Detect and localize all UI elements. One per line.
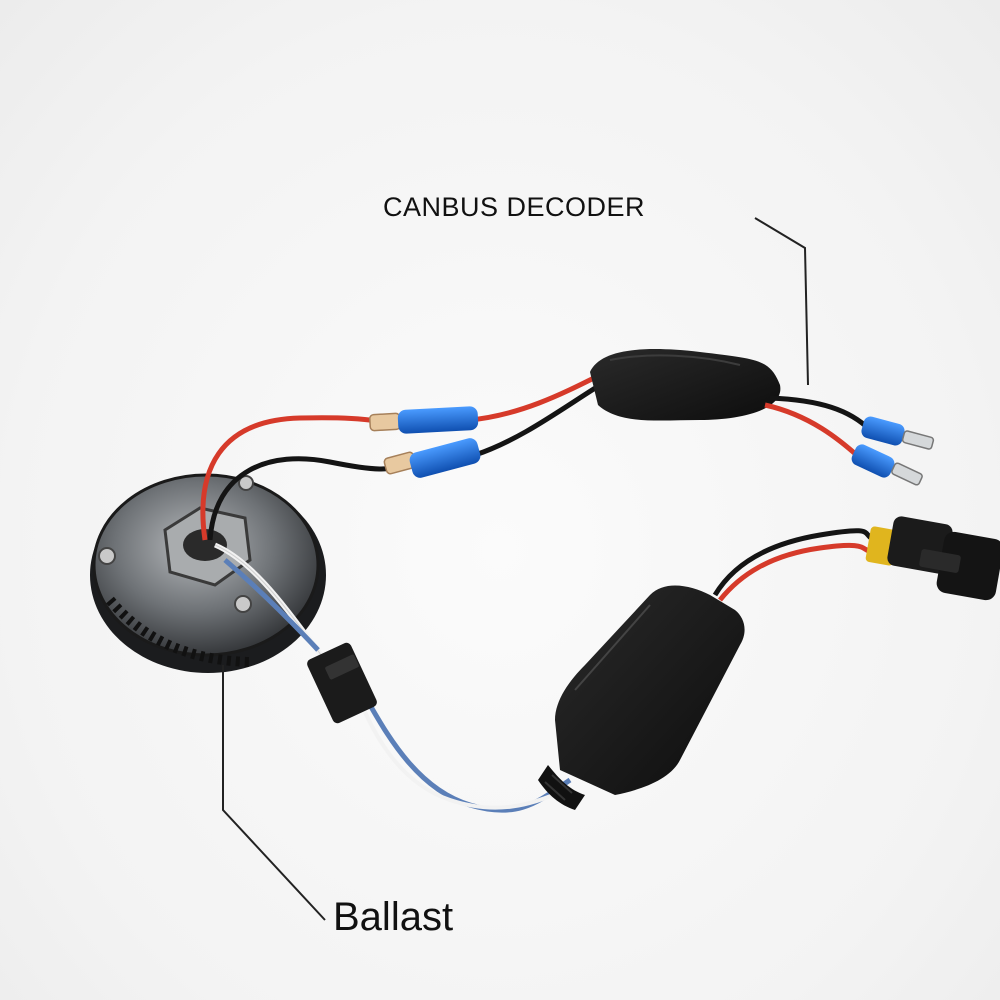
canbus-decoder-label: CANBUS DECODER [383,192,646,222]
ballast-label: Ballast [333,895,454,939]
control-box [538,585,745,810]
box-output-wires [712,528,876,602]
annotation-leader-lines [222,217,809,921]
inline-connector [307,642,377,724]
ballast-disc [90,473,326,673]
ballast-signal-wires [213,542,572,813]
blue-spade-connectors [369,406,481,478]
decoder-output-wires [764,395,935,486]
bullet-connectors [865,516,1000,601]
canbus-decoder-body [590,349,781,421]
